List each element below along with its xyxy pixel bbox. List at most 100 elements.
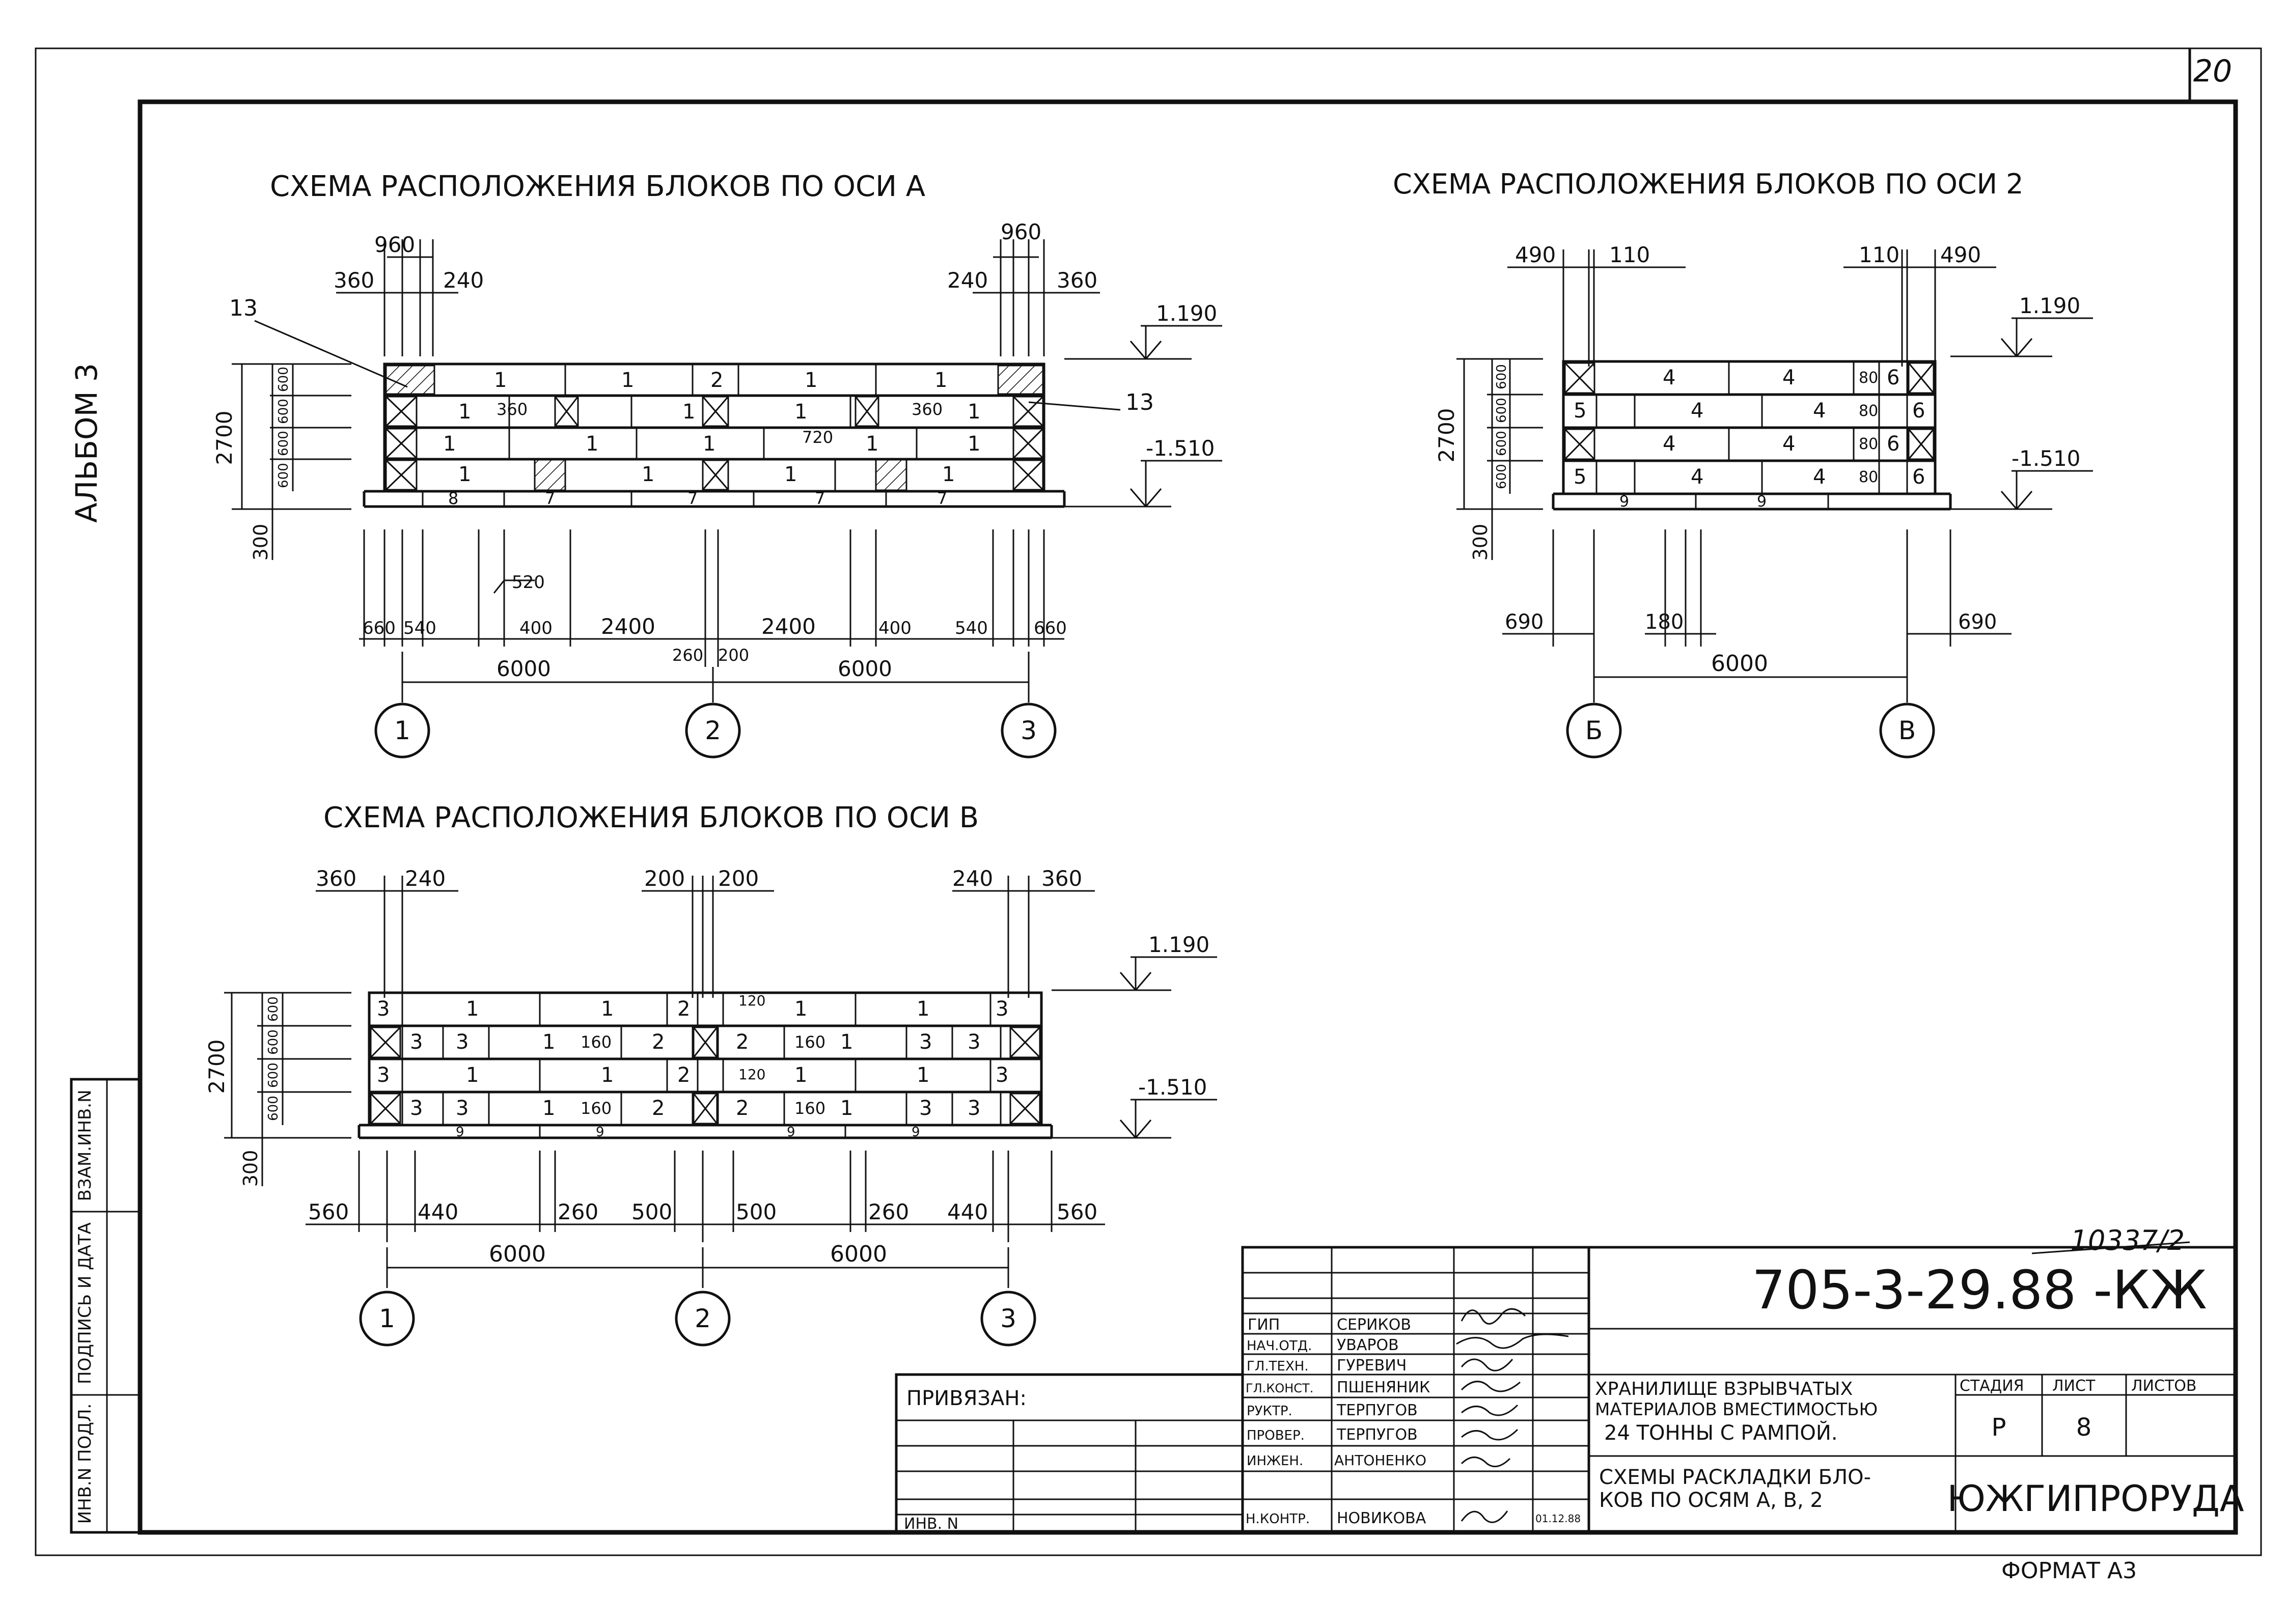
block-label: 9 — [1619, 493, 1629, 511]
staff-name: ТЕРПУГОВ — [1336, 1402, 1418, 1419]
block-label: 3 — [996, 1063, 1008, 1087]
block-label: 1 — [794, 400, 807, 424]
block-label: 9 — [1757, 493, 1767, 511]
axis-bubble: 3 — [1000, 1304, 1016, 1333]
staff-role: Н.КОНТР. — [1246, 1511, 1310, 1527]
dim-b-bottom: 440 — [418, 1199, 458, 1224]
scheme-b-wall — [357, 991, 1053, 1139]
axis-bubble: В — [1898, 716, 1916, 745]
block-label: 120 — [738, 992, 765, 1009]
block-label: 80 — [1859, 468, 1878, 486]
block-label: 1 — [794, 997, 807, 1021]
scheme-b-axes — [359, 1291, 1036, 1347]
dim-a-bottom: 2400 — [601, 614, 655, 639]
bound-label: ПРИВЯЗАН: — [906, 1387, 1027, 1410]
cross-blocks — [385, 396, 1044, 491]
staff-role: НАЧ.ОТД. — [1247, 1338, 1312, 1354]
block-label: 1 — [601, 1063, 614, 1087]
object-line-3: 24 ТОННЫ С РАМПОЙ. — [1604, 1420, 1838, 1445]
block-label: 4 — [1782, 432, 1795, 456]
staff-role: ГИП — [1248, 1316, 1280, 1334]
level-bottom-2: -1.510 — [2012, 446, 2080, 471]
block-label: 4 — [1691, 399, 1703, 423]
course-height: 600 — [266, 1096, 281, 1121]
span-dim: 6000 — [497, 656, 551, 681]
dim-a-bottom: 540 — [403, 618, 436, 638]
block-label: 3 — [377, 1063, 390, 1087]
block-label: 1 — [542, 1030, 555, 1054]
height-base-2: 300 — [1469, 524, 1492, 561]
title-block: 10337/2 ПРИВЯЗАН: ИНВ. N — [895, 1224, 2244, 1534]
scheme-2-levels — [1950, 317, 2093, 510]
block-label: 1 — [682, 400, 695, 424]
block-label: 2 — [710, 369, 723, 392]
dim-2-bottom: 690 — [1505, 610, 1544, 634]
object-line-1: ХРАНИЛИЩЕ ВЗРЫВЧАТЫХ — [1595, 1379, 1853, 1399]
dim-b-bottom: 560 — [308, 1199, 349, 1224]
scheme-a: СХЕМА РАСПОЛОЖЕНИЯ БЛОКОВ ПО ОСИ А 960 3… — [212, 170, 1222, 759]
level-top-b: 1.190 — [1148, 932, 1209, 957]
block-label: 360 — [497, 400, 528, 419]
staff-role: ГЛ.КОНСТ. — [1246, 1381, 1313, 1395]
span-dim: 6000 — [830, 1241, 887, 1267]
scheme-b-top-dims — [316, 876, 1095, 998]
course-height: 600 — [1494, 398, 1509, 423]
signature-marks — [1456, 1308, 1569, 1523]
block-label: 1 — [794, 1063, 807, 1087]
main-stamp — [1587, 1246, 2237, 1534]
block-label: 3 — [968, 1097, 980, 1120]
axis-bubble: Б — [1585, 716, 1603, 745]
block-label: 5 — [1574, 465, 1586, 489]
staff-role: ПРОВЕР. — [1247, 1428, 1305, 1443]
block-label: 1 — [942, 463, 955, 486]
block-label: 5 — [1574, 399, 1586, 423]
block-label: 1 — [703, 432, 715, 456]
level-bottom-a: -1.510 — [1146, 436, 1215, 461]
hatched-block — [385, 365, 435, 395]
dim-b-bottom: 560 — [1057, 1199, 1097, 1224]
block-label: 1 — [466, 997, 479, 1021]
height-total-a: 2700 — [212, 411, 237, 465]
dim-b-bottom: 500 — [631, 1199, 672, 1224]
dim-a-bottom: 400 — [878, 618, 912, 638]
course-height: 600 — [266, 996, 281, 1022]
block-label: 1 — [642, 463, 654, 486]
block-label: 2 — [677, 1063, 690, 1087]
block-label: 1 — [968, 400, 980, 424]
sheet-title-line-1: СХЕМЫ РАСКЛАДКИ БЛО- — [1599, 1466, 1871, 1489]
dim-2-top: 490 — [1940, 242, 1981, 267]
sheet-label: ЛИСТ — [2052, 1377, 2096, 1395]
scheme-a-bottom-dims — [359, 529, 1064, 703]
dim-a-bottom: 660 — [1034, 618, 1067, 638]
staff-table — [1241, 1246, 1590, 1534]
sheet-value: 8 — [2076, 1413, 2092, 1442]
block-label: 160 — [581, 1099, 612, 1118]
course-height: 600 — [1494, 431, 1509, 456]
block-label: 120 — [738, 1066, 765, 1083]
block-label: 6 — [1887, 366, 1899, 389]
side-strip-signature: ПОДПИСЬ И ДАТА — [75, 1222, 95, 1384]
callout-13-right: 13 — [1125, 389, 1154, 415]
block-label: 80 — [1859, 402, 1878, 420]
staff-role: ИНЖЕН. — [1247, 1453, 1303, 1469]
sheet-number: 20 — [2193, 53, 2232, 89]
block-label: 3 — [410, 1030, 423, 1054]
scheme-2-joints — [1564, 361, 1935, 509]
block-label: 720 — [802, 428, 833, 447]
dim-a-top-4: 960 — [1001, 219, 1041, 244]
block-label: 9 — [912, 1125, 920, 1140]
staff-name: ГУРЕВИЧ — [1337, 1357, 1407, 1375]
staff-name: ТЕРПУГОВ — [1336, 1426, 1418, 1444]
block-label: 4 — [1813, 465, 1826, 489]
staff-name: УВАРОВ — [1337, 1336, 1399, 1354]
block-label: 1 — [458, 463, 471, 486]
block-label: 1 — [968, 432, 980, 456]
height-base-a: 300 — [250, 524, 272, 561]
course-height: 600 — [276, 367, 291, 392]
course-height: 600 — [266, 1062, 281, 1088]
block-label: 1 — [443, 432, 456, 456]
block-label: 6 — [1912, 465, 1925, 489]
dim-b-top: 360 — [1041, 866, 1082, 891]
scheme-b-levels — [1052, 956, 1217, 1139]
block-label: 1 — [805, 369, 817, 392]
